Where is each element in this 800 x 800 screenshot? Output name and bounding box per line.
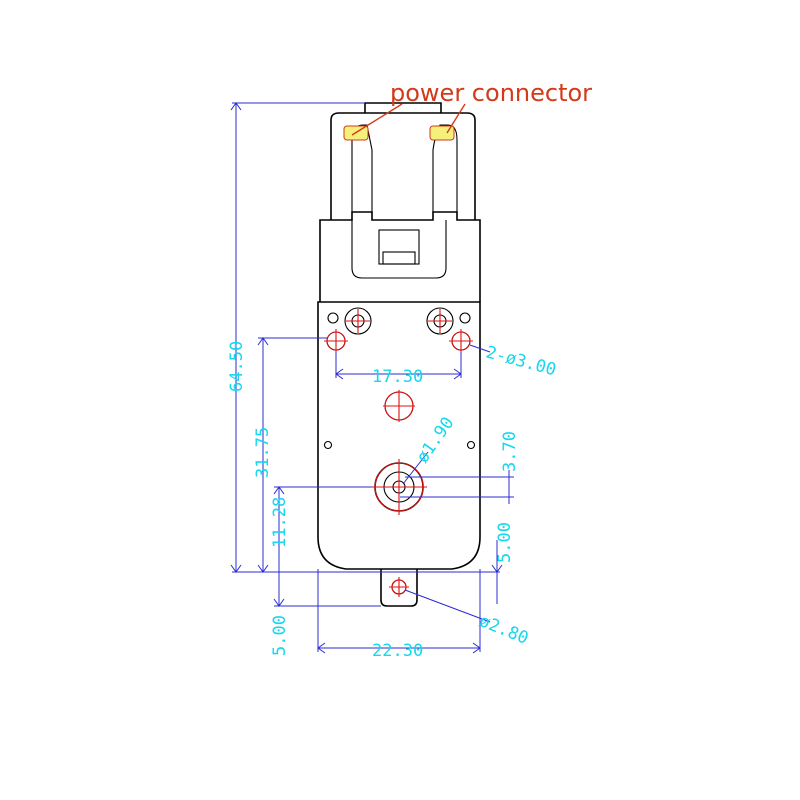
arrows-mount-to-bottom <box>257 337 269 573</box>
arrow-tab-depth <box>273 598 285 607</box>
boss-right-outer <box>426 307 454 335</box>
connector-arrow-left <box>351 103 403 136</box>
center-marks <box>324 309 473 597</box>
leader-shaft-diameter <box>402 451 429 485</box>
small-hole-mid-left <box>323 440 333 450</box>
bottom-tab <box>380 569 418 607</box>
dimension-lines <box>230 102 514 654</box>
crosshair-right <box>449 329 473 353</box>
center-slot <box>351 220 447 279</box>
right-connector-leg <box>432 124 458 212</box>
dim-text-shaft-to-bottom: 11.28 <box>270 497 290 548</box>
leader-hole-callout <box>469 344 491 353</box>
upper-housing <box>330 112 476 220</box>
leader-tab-hole <box>404 589 491 623</box>
motor-body <box>317 102 481 607</box>
dim-text-hole-spacing: 17.30 <box>372 367 423 387</box>
arrow-shaft-to-bottom <box>273 486 285 495</box>
power-connector-highlights <box>343 103 466 141</box>
middle-housing <box>319 211 481 302</box>
arrows-overall-height <box>230 102 242 573</box>
dim-text-right-offset: 5.00 <box>495 522 515 563</box>
gearbox-plate <box>317 301 481 570</box>
arrows-hole-spacing <box>335 368 462 380</box>
connector-highlight-right <box>429 125 455 141</box>
power-connector-label: power connector <box>390 79 592 107</box>
connector-arrow-right <box>446 103 466 134</box>
dim-text-overall-height: 64.50 <box>227 341 247 392</box>
boss-left-outer <box>344 307 372 335</box>
dim-text-hole-callout: 2-ø3.00 <box>484 343 558 381</box>
crosshair-shaft <box>371 459 427 515</box>
crosshair-left <box>324 329 348 353</box>
dim-text-tab-depth: 5.00 <box>270 615 290 656</box>
center-clip-latch <box>382 251 416 265</box>
dim-text-body-width: 22.30 <box>372 641 423 661</box>
dim-text-mount-to-bottom: 31.75 <box>253 427 273 478</box>
top-cap <box>364 102 442 113</box>
small-hole-top-right <box>459 312 471 324</box>
crosshair-boss <box>383 390 415 422</box>
dim-text-shaft-offset: 3.70 <box>500 431 520 472</box>
crosshair-tab <box>389 577 409 597</box>
arrows-body-width <box>317 642 481 654</box>
arrow-right-offset <box>491 564 503 573</box>
dim-text-tab-hole: ø2.80 <box>476 611 531 649</box>
small-hole-mid-right <box>466 440 476 450</box>
dim-text-shaft-diameter: ø1.90 <box>413 413 459 466</box>
small-hole-top-left <box>327 312 339 324</box>
mounting-holes <box>323 307 476 595</box>
center-clip <box>378 229 420 265</box>
crosshair-boss-left <box>346 309 370 333</box>
crosshair-boss-right <box>428 309 452 333</box>
